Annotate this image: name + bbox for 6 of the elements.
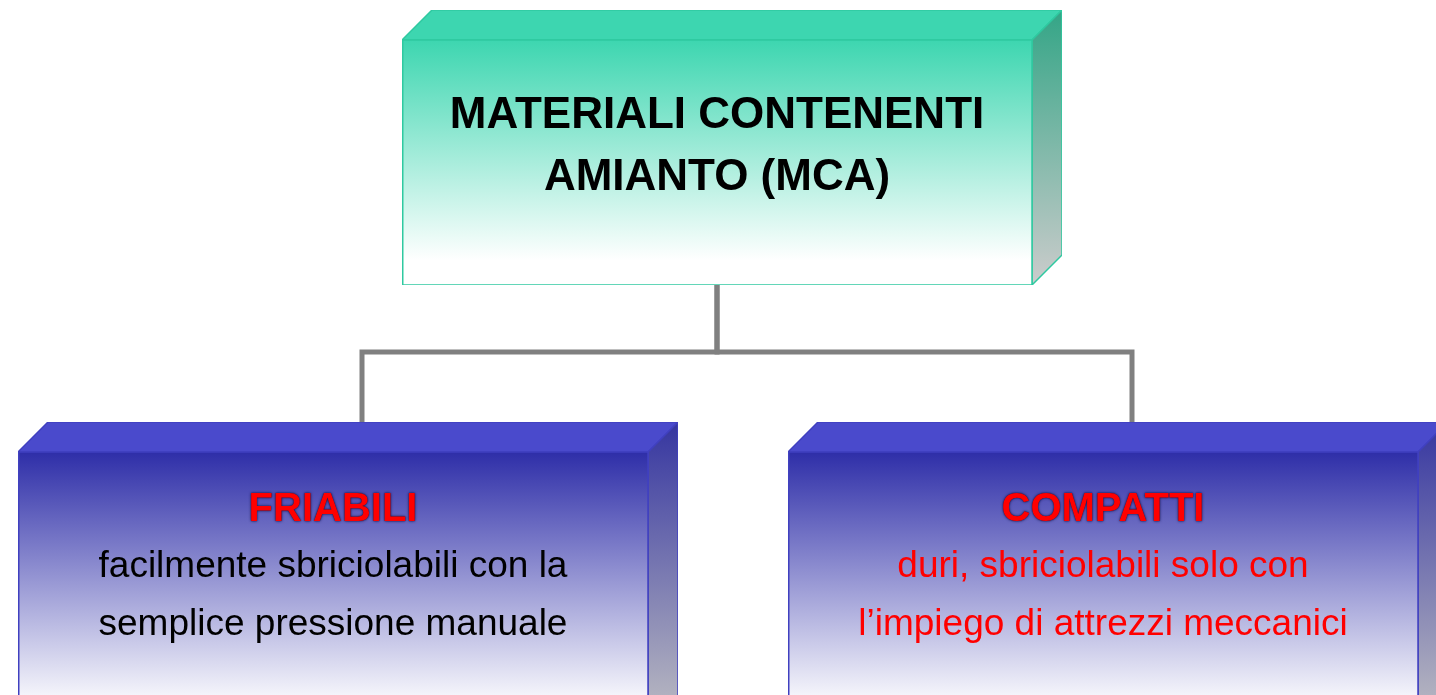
connector-line — [714, 285, 1135, 422]
box-description: facilmente sbriciolabili con la semplice pressione manuale — [97, 543, 569, 645]
box-description: duri, sbriciolabili solo con l’impiego di attrezzi meccanici — [857, 543, 1349, 645]
box-title: MATERIALI CONTENENTI AMIANTO (MCA) — [448, 87, 986, 201]
box-heading: FRIABILI — [247, 484, 419, 531]
box-heading: COMPATTI — [1000, 484, 1206, 531]
